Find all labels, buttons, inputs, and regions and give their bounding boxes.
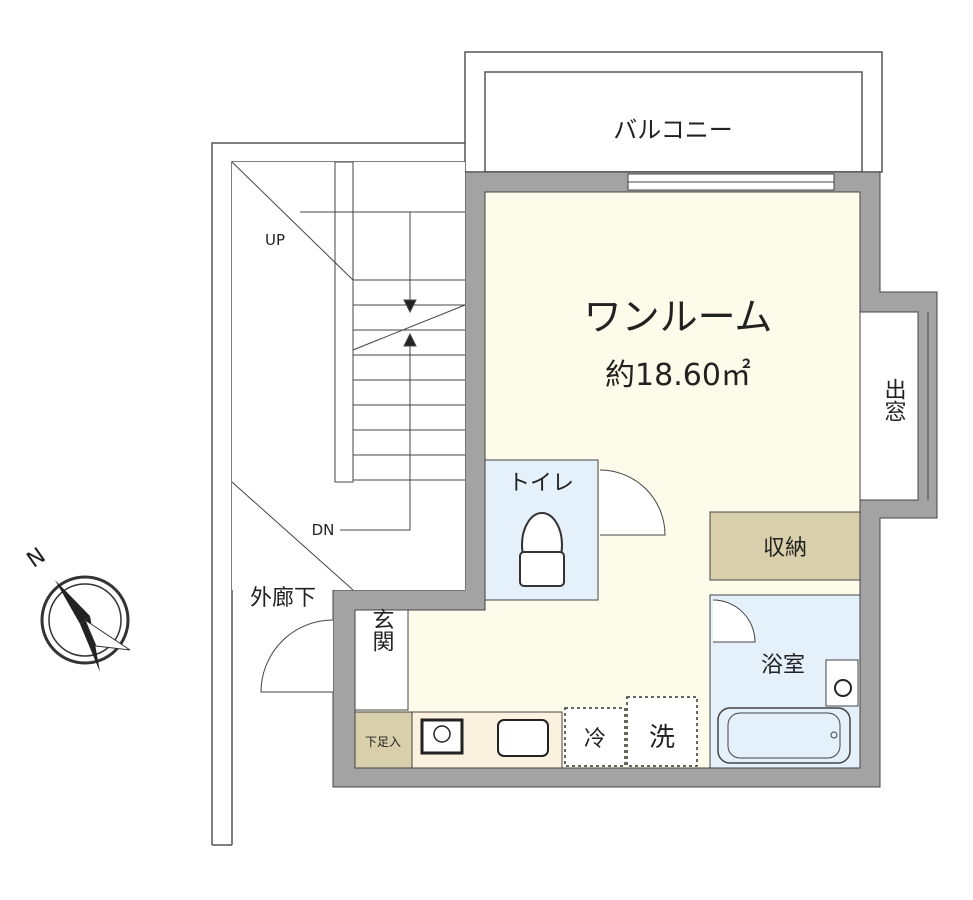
balcony bbox=[464, 51, 883, 173]
entrance-label: 玄関 bbox=[369, 608, 394, 652]
bay-window-label: 出窓 bbox=[881, 378, 906, 422]
entrance-area bbox=[354, 609, 409, 711]
sink-icon bbox=[497, 719, 549, 757]
toilet-fixture bbox=[519, 512, 565, 587]
bay-window-area bbox=[859, 311, 919, 501]
outer-corridor-label: 外廊下 bbox=[250, 586, 316, 611]
bathroom-label: 浴室 bbox=[761, 653, 805, 678]
balcony-label: バルコニー bbox=[613, 116, 733, 144]
toilet-label: トイレ bbox=[508, 471, 574, 496]
fridge-space bbox=[564, 707, 626, 767]
compass-needle-icon bbox=[55, 580, 90, 624]
shoe-cabinet bbox=[354, 711, 413, 769]
washer-space bbox=[626, 696, 698, 767]
compass-north: N bbox=[23, 543, 51, 573]
compass: N bbox=[23, 543, 131, 672]
bathtub bbox=[717, 707, 851, 764]
bathroom-door bbox=[712, 599, 756, 643]
water-heater bbox=[825, 659, 859, 707]
entrance-door bbox=[260, 619, 334, 693]
shoe-cabinet-label: 下足入 bbox=[365, 735, 401, 749]
main-room-label: ワンルーム bbox=[584, 295, 773, 339]
stairs-down-label: DN bbox=[312, 521, 335, 539]
stairs-up-label: UP bbox=[265, 231, 285, 249]
main-room-area: 約18.60㎡ bbox=[605, 358, 751, 393]
storage-label: 収納 bbox=[763, 536, 807, 561]
toilet-door bbox=[599, 469, 666, 536]
staircase bbox=[231, 161, 466, 591]
washer-label: 洗 bbox=[649, 723, 675, 753]
water-heater-icon bbox=[834, 679, 852, 697]
storage-room bbox=[709, 511, 861, 581]
fridge-label: 冷 bbox=[584, 727, 606, 752]
stove-icon bbox=[420, 718, 464, 755]
